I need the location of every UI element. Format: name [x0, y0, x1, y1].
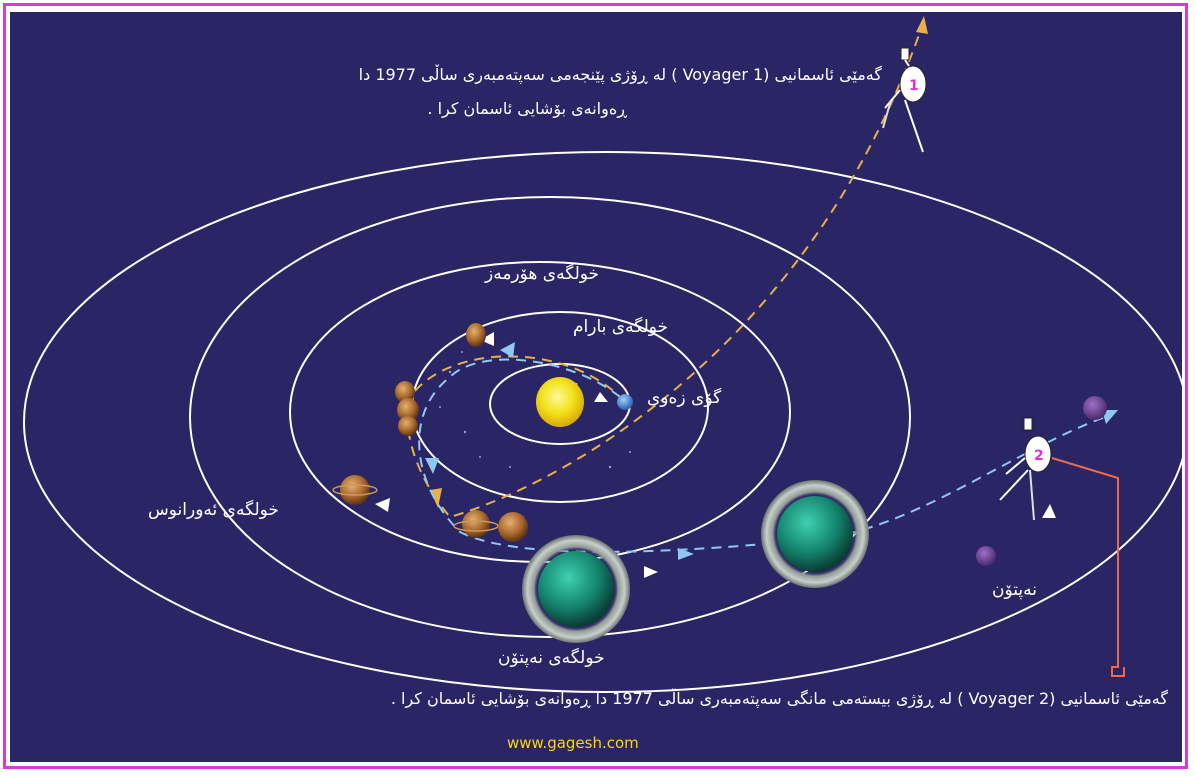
- arrowhead-icon: [500, 342, 515, 358]
- voyager1-caption-line2: ڕەوانەی بۆشایی ئاسمان کرا .: [427, 99, 627, 118]
- arrowhead-icon: [594, 392, 608, 402]
- planet-icon: [1083, 396, 1107, 420]
- planet-icon: [522, 480, 869, 643]
- planet-icon: [332, 475, 528, 542]
- orbit-diagram-canvas: 1 2: [23, 16, 1182, 693]
- voyager-probe-icon: 1: [882, 47, 927, 153]
- voyager1-caption-line1: گەمێی ئاسمانیی (Voyager 1 ) لە ڕۆژی پێنج…: [358, 65, 882, 84]
- diagram-border: [3, 3, 1188, 769]
- neptune-orbit-label: خولگەی نەپتۆن: [498, 648, 605, 668]
- arrowhead-icon: [430, 488, 442, 508]
- arrowhead-icon: [375, 498, 390, 512]
- neptune-label: نەپتۆن: [992, 580, 1037, 600]
- solar-system-diagram: 1 2 گەمێی ئاسمانیی (Voyager 1 ) لە ڕۆژی …: [10, 12, 1182, 762]
- arrowhead-icon: [916, 16, 928, 34]
- arrowhead-icon: [1042, 504, 1056, 518]
- website-link[interactable]: www.gagesh.com: [507, 734, 639, 752]
- uranus-orbit: [189, 196, 911, 638]
- earth-label: گۆی زەوی: [647, 388, 722, 408]
- jupiter-orbit-label: خولگەی هۆرمەز: [485, 264, 600, 284]
- voyager-probe-icon: 2: [999, 417, 1052, 521]
- voyager2-caption: گەمێی ئاسمانیی (2 Voyager ) لە ڕۆژی بیست…: [390, 689, 1168, 708]
- orbit-direction-arrows: [375, 332, 1056, 578]
- arrowhead-icon: [678, 548, 694, 560]
- earth-icon: [617, 394, 633, 410]
- voyager2-leader-line: [1051, 457, 1125, 677]
- mars-orbit-label: خولگەی بارام: [573, 317, 669, 337]
- voyager1-number: 1: [909, 78, 919, 94]
- arrowhead-icon: [480, 332, 494, 346]
- neptune-orbit: [23, 151, 1182, 693]
- sun-icon: [536, 377, 584, 427]
- uranus-orbit-label: خولگەی ئەورانوس: [148, 500, 279, 520]
- arrowhead-icon: [425, 458, 439, 474]
- arrowhead-icon: [1102, 410, 1118, 424]
- arrowhead-icon: [644, 566, 658, 578]
- voyager2-number: 2: [1034, 448, 1044, 464]
- asteroid-belt: [439, 341, 631, 469]
- planet-icon: [976, 546, 996, 566]
- voyager1-trajectory: [406, 31, 921, 519]
- planet-icon: [395, 323, 486, 436]
